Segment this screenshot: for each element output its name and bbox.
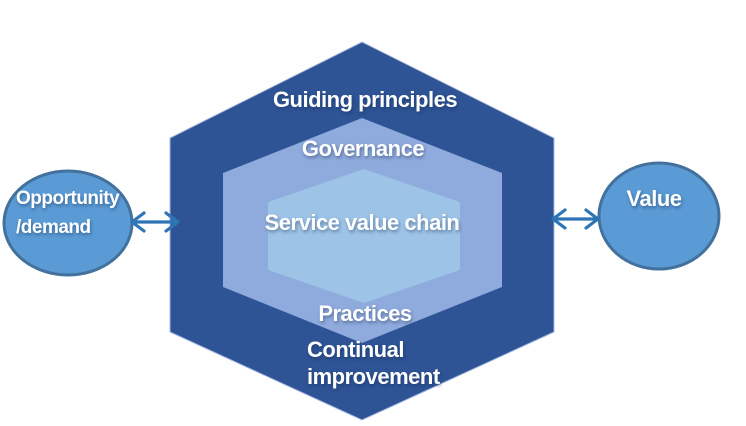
continual-improvement-label: Continual improvement [307,336,440,390]
opportunity-line: Opportunity [16,188,120,209]
practices-label: Practices [318,301,412,326]
guiding-principles-label: Guiding principles [272,87,458,112]
governance-label: Governance [301,136,425,161]
value-ellipse [597,161,721,271]
service-value-chain-label: Service value chain [264,210,460,235]
demand-line: /demand [16,217,91,238]
opportunity-demand-label: Opportunity /demand [16,184,120,242]
continual-improvement-line2: improvement [307,364,440,389]
inner-hexagon [268,169,460,303]
continual-improvement-line1: Continual [307,337,404,362]
double-arrow-right-icon [551,208,600,230]
double-arrow-left-icon [130,211,180,233]
value-label: Value [626,186,682,211]
